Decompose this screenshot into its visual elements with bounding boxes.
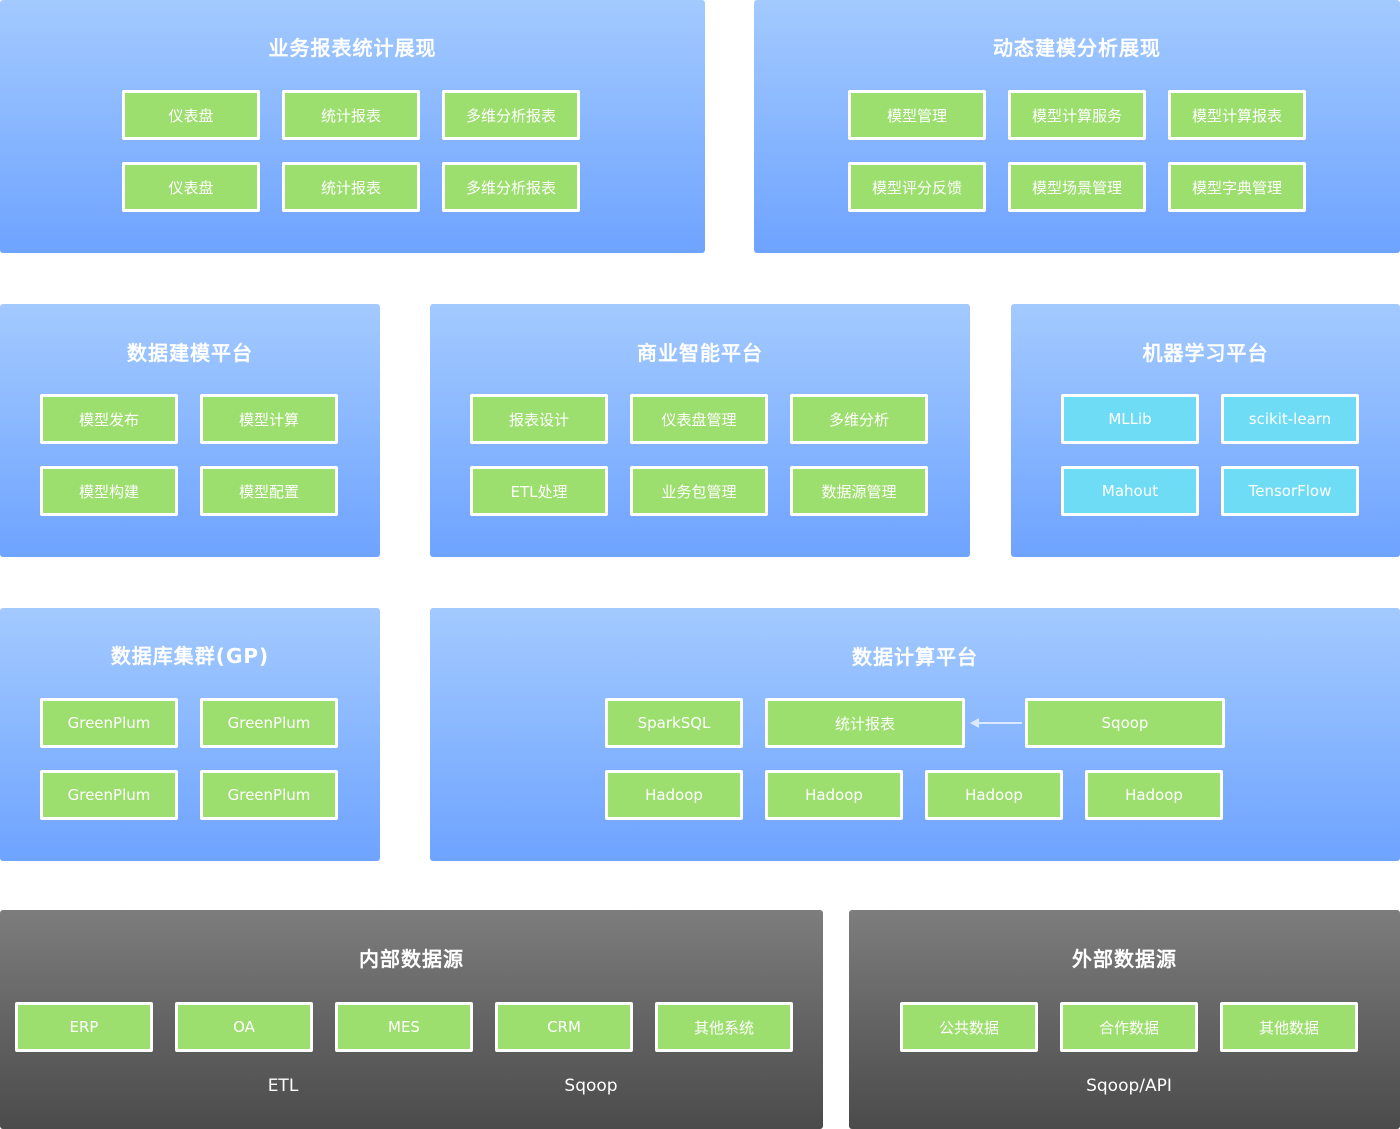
ml-platform-panel: 机器学习平台 MLLib scikit-learn Mahout TensorF… bbox=[1011, 304, 1400, 557]
module-box: 统计报表 bbox=[282, 162, 420, 212]
db-cluster-panel: 数据库集群(GP) GreenPlum GreenPlum GreenPlum … bbox=[0, 608, 380, 861]
module-box: Sqoop bbox=[1025, 698, 1225, 748]
module-box: 数据源管理 bbox=[790, 466, 928, 516]
panel-title: 商业智能平台 bbox=[637, 341, 763, 365]
module-box: 多维分析 bbox=[790, 394, 928, 444]
module-box: Hadoop bbox=[605, 770, 743, 820]
module-box: OA bbox=[175, 1002, 313, 1052]
module-box: GreenPlum bbox=[40, 770, 178, 820]
panel-title: 动态建模分析展现 bbox=[993, 36, 1161, 60]
sqoop-label: Sqoop bbox=[564, 1076, 618, 1096]
module-box: 统计报表 bbox=[282, 90, 420, 140]
module-box: 合作数据 bbox=[1060, 1002, 1198, 1052]
etl-label: ETL bbox=[267, 1076, 299, 1096]
sqoop-api-label: Sqoop/API bbox=[1086, 1076, 1172, 1096]
arrow-left-icon bbox=[970, 718, 1022, 728]
module-box: Hadoop bbox=[925, 770, 1063, 820]
compute-platform-panel: 数据计算平台 SparkSQL 统计报表 Sqoop Hadoop Hadoop… bbox=[430, 608, 1400, 861]
module-box: 其他系统 bbox=[655, 1002, 793, 1052]
ml-module-box: scikit-learn bbox=[1221, 394, 1359, 444]
module-box: CRM bbox=[495, 1002, 633, 1052]
module-box: Hadoop bbox=[765, 770, 903, 820]
module-box: 业务包管理 bbox=[630, 466, 768, 516]
panel-title: 数据建模平台 bbox=[127, 341, 253, 365]
internal-sources-panel: 内部数据源 ERP OA MES CRM 其他系统 ETL Sqoop bbox=[0, 910, 823, 1129]
module-box: GreenPlum bbox=[200, 698, 338, 748]
bi-platform-panel: 商业智能平台 报表设计 仪表盘管理 多维分析 ETL处理 业务包管理 数据源管理 bbox=[430, 304, 970, 557]
module-box: 仪表盘 bbox=[122, 162, 260, 212]
module-box: 模型构建 bbox=[40, 466, 178, 516]
module-box: GreenPlum bbox=[40, 698, 178, 748]
external-sources-panel: 外部数据源 公共数据 合作数据 其他数据 Sqoop/API bbox=[849, 910, 1400, 1129]
panel-title: 内部数据源 bbox=[359, 947, 464, 971]
module-box: 模型配置 bbox=[200, 466, 338, 516]
module-box: 模型发布 bbox=[40, 394, 178, 444]
module-box: 公共数据 bbox=[900, 1002, 1038, 1052]
module-box: 仪表盘 bbox=[122, 90, 260, 140]
module-box: 仪表盘管理 bbox=[630, 394, 768, 444]
ml-module-box: MLLib bbox=[1061, 394, 1199, 444]
panel-title: 外部数据源 bbox=[1072, 947, 1177, 971]
module-box: 模型管理 bbox=[848, 90, 986, 140]
module-box: 多维分析报表 bbox=[442, 162, 580, 212]
panel-title: 机器学习平台 bbox=[1142, 341, 1269, 365]
module-box: SparkSQL bbox=[605, 698, 743, 748]
module-box: ERP bbox=[15, 1002, 153, 1052]
module-box: 模型计算服务 bbox=[1008, 90, 1146, 140]
module-box: ETL处理 bbox=[470, 466, 608, 516]
panel-title: 数据计算平台 bbox=[852, 645, 978, 669]
module-box: 模型评分反馈 bbox=[848, 162, 986, 212]
dynamic-modeling-panel: 动态建模分析展现 模型管理 模型计算服务 模型计算报表 模型评分反馈 模型场景管… bbox=[754, 0, 1400, 253]
module-box: 模型场景管理 bbox=[1008, 162, 1146, 212]
panel-title: 业务报表统计展现 bbox=[268, 36, 437, 60]
ml-module-box: TensorFlow bbox=[1221, 466, 1359, 516]
ml-module-box: Mahout bbox=[1061, 466, 1199, 516]
module-box: 报表设计 bbox=[470, 394, 608, 444]
module-box: GreenPlum bbox=[200, 770, 338, 820]
module-box: 模型字典管理 bbox=[1168, 162, 1306, 212]
data-modeling-platform-panel: 数据建模平台 模型发布 模型计算 模型构建 模型配置 bbox=[0, 304, 380, 557]
module-box: 模型计算报表 bbox=[1168, 90, 1306, 140]
module-box: 模型计算 bbox=[200, 394, 338, 444]
business-reports-panel: 业务报表统计展现 仪表盘 统计报表 多维分析报表 仪表盘 统计报表 多维分析报表 bbox=[0, 0, 705, 253]
module-box: 多维分析报表 bbox=[442, 90, 580, 140]
module-box: 统计报表 bbox=[765, 698, 965, 748]
module-box: MES bbox=[335, 1002, 473, 1052]
panel-title: 数据库集群(GP) bbox=[110, 644, 270, 668]
module-box: Hadoop bbox=[1085, 770, 1223, 820]
module-box: 其他数据 bbox=[1220, 1002, 1358, 1052]
